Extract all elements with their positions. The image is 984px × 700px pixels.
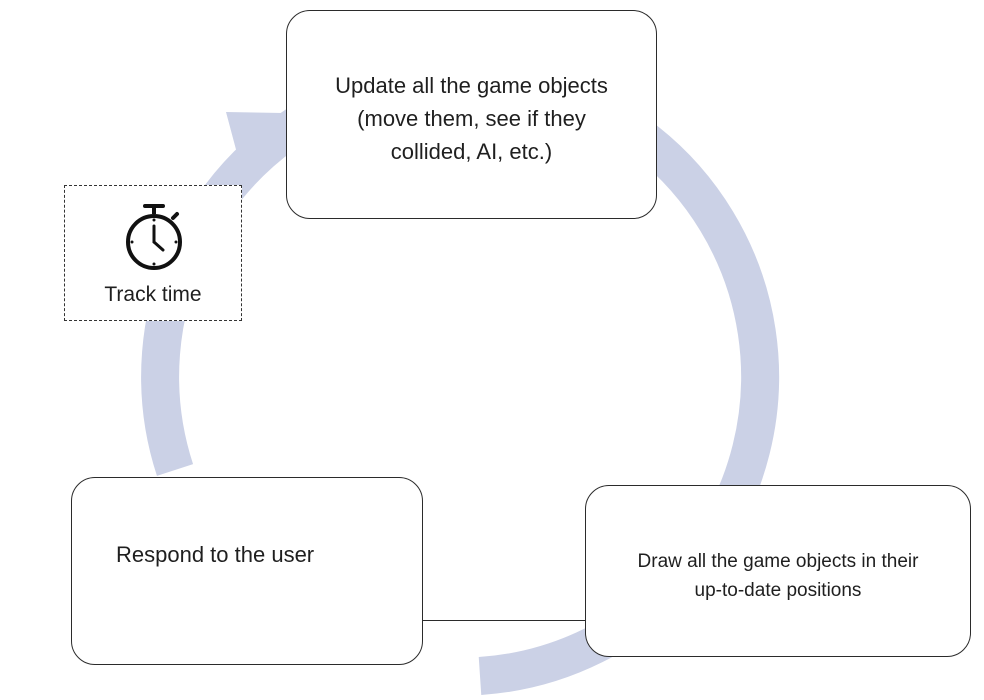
- track-time-label: Track time: [104, 283, 202, 306]
- respond-to-user-box: Respond to the user: [71, 477, 423, 665]
- update-text-line-2: (move them, see if they: [357, 106, 586, 131]
- cycle-arrowhead: [226, 112, 283, 172]
- update-text-line-3: collided, AI, etc.): [390, 139, 553, 164]
- draw-text-line-2: up-to-date positions: [694, 580, 862, 601]
- update-objects-box: Update all the game objects (move them, …: [286, 10, 657, 219]
- track-time-box: Track time: [64, 185, 242, 321]
- connector-line: [423, 620, 585, 621]
- stopwatch-icon: [126, 204, 182, 270]
- update-text-line-1: Update all the game objects: [335, 73, 608, 98]
- respond-text: Respond to the user: [116, 542, 315, 567]
- draw-objects-box: Draw all the game objects in their up-to…: [585, 485, 971, 657]
- draw-text-line-1: Draw all the game objects in their: [637, 551, 919, 572]
